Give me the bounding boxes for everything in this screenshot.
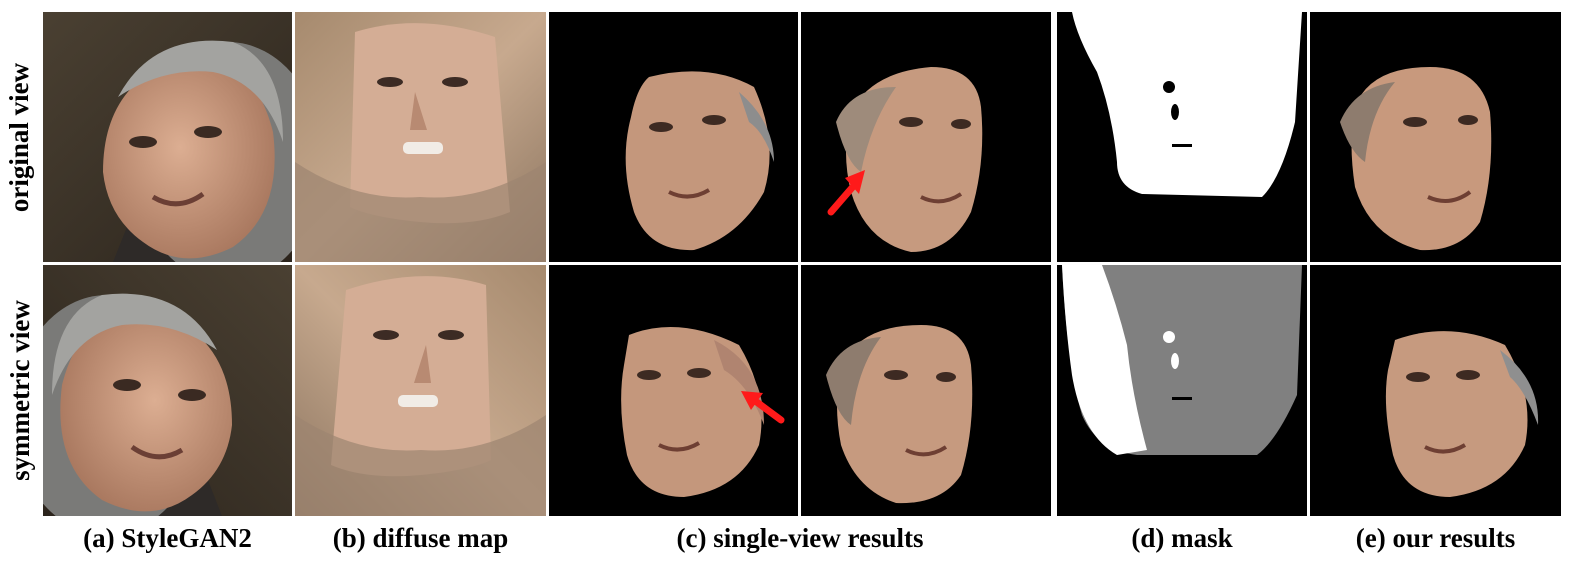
stylegan2-original-image [43,12,292,262]
row-label-symmetric-view: symmetric view [0,265,40,516]
single-view-result-1-original-image [549,12,798,262]
red-arrow-icon [741,391,785,424]
single-view-result-2-original-image [801,12,1051,262]
caption-our-results: (e) our results [1355,523,1516,553]
our-result-symmetric-image [1310,265,1561,516]
caption-diffuse-map: (b) diffuse map [332,523,509,553]
mask-original-image [1057,12,1307,262]
row-label-original-text: original view [4,62,35,212]
single-view-result-1-symmetric-image [549,265,798,516]
our-result-original-image [1310,12,1561,262]
caption-single-view-results: (c) single-view results [676,523,924,553]
mask-symmetric-image [1057,265,1307,516]
red-arrow-icon [827,170,865,216]
row-label-original-view: original view [0,12,40,262]
single-view-result-2-symmetric-image [801,265,1051,516]
row-label-symmetric-text: symmetric view [4,300,35,481]
stylegan2-symmetric-image [43,265,292,516]
caption-mask: (d) mask [1131,523,1233,553]
diffuse-map-symmetric-image [295,265,546,516]
caption-stylegan2: (a) StyleGAN2 [83,523,252,553]
diffuse-map-original-image [295,12,546,262]
